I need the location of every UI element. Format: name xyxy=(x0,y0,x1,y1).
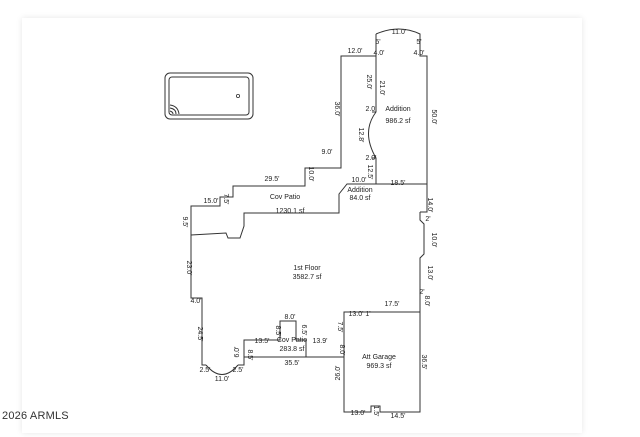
dim-label: 4.0' xyxy=(373,50,384,57)
dim-label: 8.5' xyxy=(246,349,253,360)
dim-label: 2.0' xyxy=(365,106,376,113)
first-floor-area: 3582.7 sf xyxy=(293,274,322,281)
dim-label: 6.0' xyxy=(234,346,241,357)
dim-label: 1.5' xyxy=(372,405,379,416)
cov-patio-bottom-outline xyxy=(243,320,307,357)
dim-label: 36.5' xyxy=(420,355,427,370)
pool-drain xyxy=(235,94,240,99)
pool xyxy=(164,72,254,120)
right-jog xyxy=(419,212,425,292)
dim-label: 2.5' xyxy=(199,367,210,374)
dim-label: 2.0' xyxy=(365,155,376,162)
dim-label: 5' xyxy=(416,39,421,46)
dim-label: 10.0' xyxy=(430,233,437,248)
dim-label: 12.5' xyxy=(366,165,373,180)
dim-label: 2' xyxy=(419,289,424,296)
small-addition-area: 84.0 sf xyxy=(349,195,370,202)
cov-patio-bottom-area: 283.8 sf xyxy=(280,346,305,353)
dim-label: 13.0' xyxy=(426,266,433,281)
dim-label: 9.0' xyxy=(321,149,332,156)
dim-label: 8.0' xyxy=(284,314,295,321)
dim-label: 13.0' xyxy=(349,311,364,318)
copyright-watermark: 2026 ARMLS xyxy=(2,410,69,422)
dim-label: 8.5' xyxy=(274,325,281,336)
dim-label: 4.0' xyxy=(413,50,424,57)
pool-outline xyxy=(164,72,254,120)
dim-label: 5' xyxy=(375,39,380,46)
dim-label: 14.5' xyxy=(391,413,406,420)
addition-label: Addition xyxy=(385,106,410,113)
cov-patio-top-area: 1230.1 sf xyxy=(276,208,305,215)
bottom-bay-window xyxy=(205,364,239,375)
dim-label: 2.5' xyxy=(232,367,243,374)
dim-label: 8.0' xyxy=(423,295,430,306)
dim-label: 4.0' xyxy=(190,298,201,305)
dim-label: 17.5' xyxy=(385,301,400,308)
cov-patio-top-outline xyxy=(190,28,428,235)
cov-patio-bottom-label: Cov Patio xyxy=(277,337,307,344)
dim-label: 25.0' xyxy=(365,75,372,90)
dim-label: 23.0' xyxy=(185,261,192,276)
dim-label: 7.5' xyxy=(336,321,343,332)
dim-label: 50.0' xyxy=(430,110,437,125)
dim-label: 35.5' xyxy=(285,360,300,367)
dim-label: 7.5' xyxy=(222,193,229,204)
pool-inner-outline xyxy=(168,76,250,116)
dim-label: 14.0' xyxy=(426,198,433,213)
dim-label: 12.8' xyxy=(357,128,364,143)
dim-label: 13.9' xyxy=(313,338,328,345)
addition-area: 986.2 sf xyxy=(386,118,411,125)
dim-label: 9.5' xyxy=(181,216,188,227)
dim-label: 29.5' xyxy=(265,176,280,183)
dim-label: 26.0' xyxy=(335,366,342,381)
garage-outline xyxy=(343,312,421,413)
floor-plan-sheet xyxy=(22,18,582,433)
garage-area: 969.3 sf xyxy=(367,363,392,370)
dim-label: 10.0' xyxy=(352,177,367,184)
dim-label: 10.0' xyxy=(307,167,314,182)
dim-label: 13.0' xyxy=(351,410,366,417)
dim-label: 36.0' xyxy=(333,102,340,117)
first-floor-label: 1st Floor xyxy=(293,265,321,272)
cov-patio-top-label: Cov Patio xyxy=(270,194,300,201)
dim-label: 12.0' xyxy=(348,48,363,55)
dim-label: 11.0' xyxy=(215,376,229,383)
dim-label: 11.0' xyxy=(392,29,406,36)
dim-label: 24.5' xyxy=(196,327,203,342)
dim-label: 13.5' xyxy=(255,338,270,345)
garage-label: Att Garage xyxy=(362,354,396,361)
dim-label: 21.0' xyxy=(378,81,385,96)
small-addition-label: Addition xyxy=(347,187,372,194)
dim-label: 6.5' xyxy=(300,324,307,335)
dim-label: 8.0' xyxy=(338,344,345,355)
dim-label: 2' xyxy=(425,216,430,223)
dim-label: 15.0' xyxy=(204,198,219,205)
dim-label: 1' xyxy=(365,311,370,318)
dim-label: 18.5' xyxy=(391,180,406,187)
pool-steps xyxy=(169,104,180,115)
